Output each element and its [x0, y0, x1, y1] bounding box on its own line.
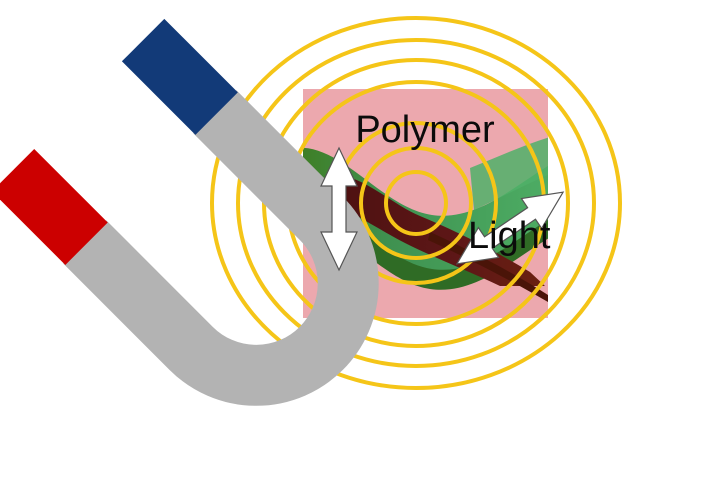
horseshoe-magnet — [0, 18, 379, 406]
light-label: Light — [468, 215, 551, 257]
light-polarization-arrow — [455, 191, 565, 265]
wave-highlight-green — [470, 137, 548, 210]
field-ring-2 — [359, 146, 473, 260]
field-ring-1 — [384, 170, 448, 236]
field-ring-7 — [210, 16, 622, 390]
magnetization-arrow-shape — [320, 146, 358, 272]
magnet-body — [63, 90, 379, 406]
light-polarization-arrow-shape — [455, 191, 565, 265]
wave-edge-dark — [428, 232, 548, 302]
field-ring-6 — [236, 38, 596, 368]
polymer-label: Polymer — [355, 109, 495, 151]
magnetization-arrow — [320, 146, 358, 272]
magnet-north-pole — [0, 148, 108, 265]
magnet-south-pole — [121, 18, 238, 135]
